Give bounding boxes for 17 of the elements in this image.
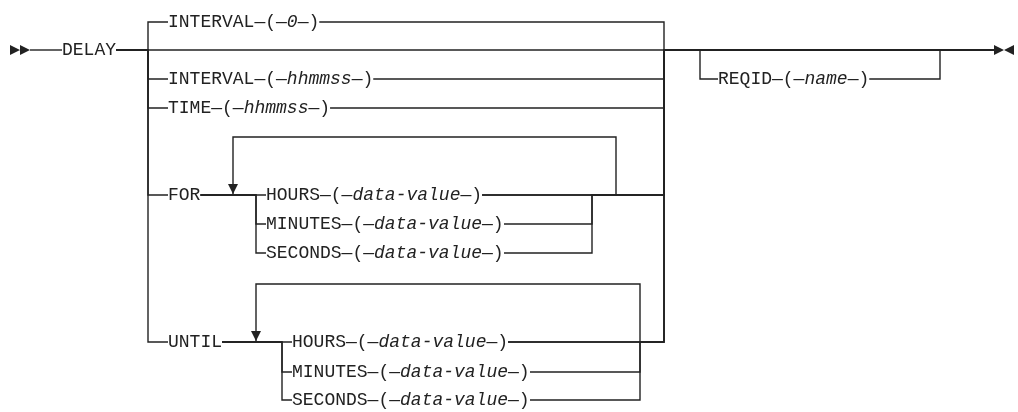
repeat-arrow — [228, 136, 617, 196]
syntax-keyword: REQID—(—name—) — [718, 69, 870, 89]
syntax-line — [199, 194, 267, 254]
syntax-keyword: MINUTES—(—data-value—) — [266, 214, 504, 234]
syntax-keyword: INTERVAL—(—hhmmss—) — [168, 69, 374, 89]
start-marker — [10, 45, 30, 55]
syntax-keyword: INTERVAL—(—0—) — [168, 12, 320, 32]
syntax-line — [699, 49, 719, 80]
syntax-keyword: SECONDS—(—data-value—) — [266, 243, 504, 263]
syntax-line — [115, 49, 169, 343]
syntax-line — [29, 49, 63, 51]
syntax-keyword: MINUTES—(—data-value—) — [292, 362, 530, 382]
syntax-keyword: SECONDS—(—data-value—) — [292, 390, 530, 410]
syntax-line — [868, 49, 941, 80]
end-marker — [994, 45, 1014, 55]
syntax-line — [221, 341, 293, 401]
repeat-arrow — [251, 283, 641, 343]
